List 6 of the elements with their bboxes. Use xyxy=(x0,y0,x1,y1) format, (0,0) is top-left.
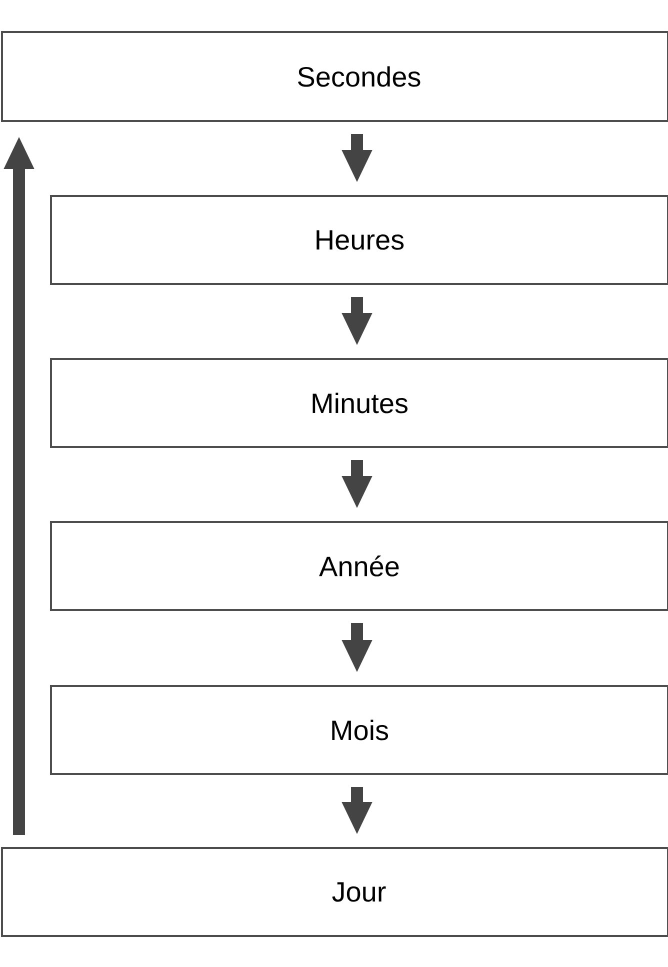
step-box: Mois xyxy=(50,685,668,775)
step-box: Année xyxy=(50,521,668,611)
step-box: Minutes xyxy=(50,358,668,448)
step-box: Secondes xyxy=(1,31,668,122)
step-box: Jour xyxy=(1,847,668,937)
step-box: Heures xyxy=(50,195,668,285)
